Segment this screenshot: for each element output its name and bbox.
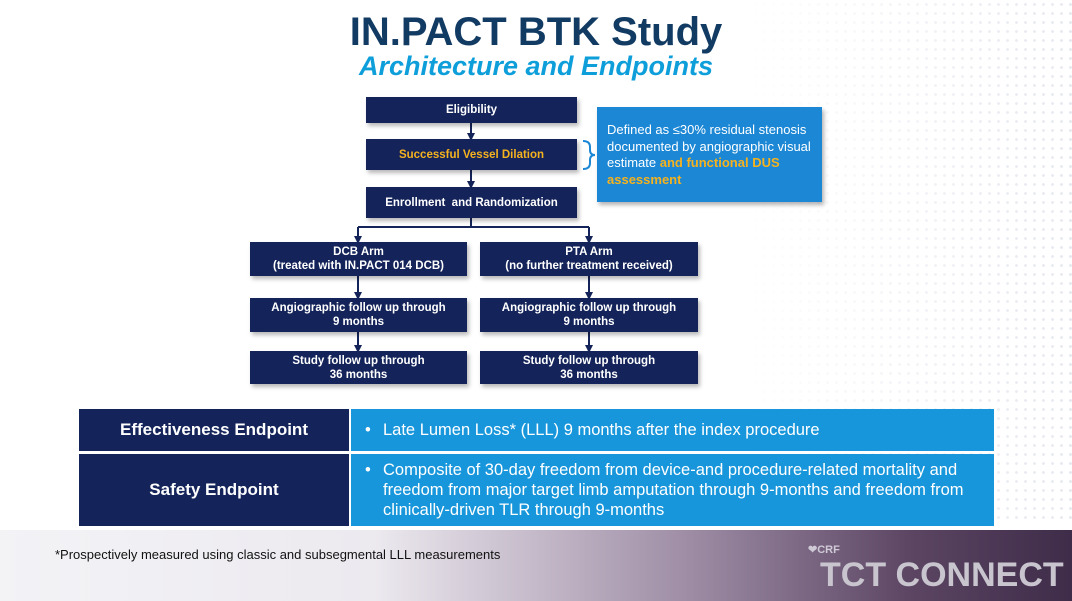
dcb-study-line2: 36 months [329,368,388,381]
safety-endpoint-cell: Composite of 30-day freedom from device-… [351,454,994,526]
pta-arm-subtitle: (no further treatment received) [505,260,673,272]
eligibility-box: Eligibility [366,97,577,123]
dilation-definition-note: Defined as ≤30% residual stenosis docume… [597,107,822,202]
bracket-icon [582,140,596,170]
page-subtitle: Architecture and Endpoints [358,51,714,81]
vessel-dilation-box: Successful Vessel Dilation [366,139,577,170]
dcb-study-followup-box: Study follow up through 36 months [250,351,467,384]
effectiveness-endpoint-text: Late Lumen Loss* (LLL) 9 months after th… [365,420,984,440]
enrollment-randomization-label: Enrollment and Randomization [385,196,558,209]
dcb-angio-line2: 9 months [332,316,385,328]
note-highlight: and functional DUS assessment [607,155,780,187]
page-title: IN.PACT BTK Study [349,10,723,54]
note-text: Defined as ≤30% residual stenosis docume… [607,122,811,170]
pta-arm-box: PTA Arm (no further treatment received) [480,242,698,276]
safety-endpoint-label: Safety Endpoint [79,454,349,526]
tct-connect-logo: TCT CONNECT [820,556,1064,594]
dcb-arm-title: DCB Arm [333,246,384,258]
crf-logo: ❤CRF [808,544,840,556]
pta-study-line2: 36 months [560,368,618,381]
safety-endpoint-text: Composite of 30-day freedom from device-… [365,460,984,520]
dcb-study-line1: Study follow up through [292,354,425,367]
footnote: *Prospectively measured using classic an… [55,547,501,562]
eligibility-label: Eligibility [445,104,498,116]
pta-angio-line2: 9 months [563,316,615,328]
pta-study-line1: Study follow up through [522,354,656,367]
footer-band [0,530,1072,601]
crf-logo-text: CRF [817,544,840,556]
dcb-angio-line1: Angiographic follow up through [271,302,446,314]
pta-arm-title: PTA Arm [565,246,613,258]
dcb-arm-subtitle: (treated with IN.PACT 014 DCB) [272,260,445,272]
dcb-arm-box: DCB Arm (treated with IN.PACT 014 DCB) [250,242,467,276]
effectiveness-endpoint-label: Effectiveness Endpoint [79,409,349,451]
pta-angio-line1: Angiographic follow up through [501,302,677,314]
effectiveness-endpoint-label-text: Effectiveness Endpoint [120,420,308,439]
pta-study-followup-box: Study follow up through 36 months [480,351,698,384]
effectiveness-endpoint-cell: Late Lumen Loss* (LLL) 9 months after th… [351,409,994,451]
safety-endpoint-label-text: Safety Endpoint [149,480,279,499]
vessel-dilation-label: Successful Vessel Dilation [398,148,545,161]
dcb-angio-followup-box: Angiographic follow up through 9 months [250,298,467,332]
enrollment-randomization-box: Enrollment and Randomization [366,187,577,218]
pta-angio-followup-box: Angiographic follow up through 9 months [480,298,698,332]
